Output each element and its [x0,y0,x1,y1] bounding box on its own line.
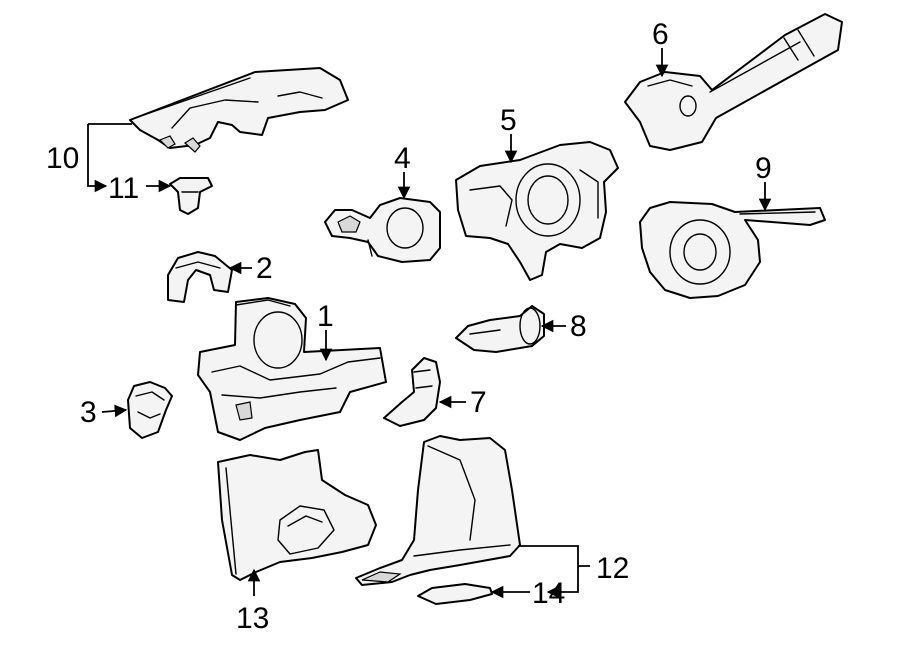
callout-2: 2 [256,252,273,285]
part-11-clip [169,177,213,215]
callout-6: 6 [652,18,669,51]
callout-8: 8 [570,310,587,343]
callout-13: 13 [236,602,269,635]
part-5-switch-housing [455,141,619,281]
callout-7: 7 [470,386,487,419]
callout-10: 10 [46,142,79,175]
part-7-bracket [383,357,441,427]
part-4-switch [324,197,441,263]
callout-14: 14 [532,577,565,610]
callout-4: 4 [394,142,411,175]
callout-labels: 1 2 3 4 5 6 7 8 9 10 11 12 13 14 [46,18,772,635]
callout-9: 9 [755,152,772,185]
leader-3 [101,404,128,418]
part-8-lock-cylinder [455,305,545,353]
part-12-lower-shroud [355,435,521,586]
part-3-knob [127,381,173,439]
callout-12: 12 [596,552,629,585]
part-1-lock-housing [197,297,387,441]
callout-5: 5 [500,104,517,137]
part-9-clockspring [639,201,826,299]
part-6-wiper-stalk [624,13,843,151]
part-13-lower-shroud [217,449,377,581]
leader-lines [87,48,772,596]
part-2-cover [167,251,233,303]
callout-11: 11 [108,172,139,205]
callout-3: 3 [80,396,97,429]
callout-1: 1 [317,300,334,333]
part-10-upper-shroud [129,67,349,153]
leader-10 [87,123,132,186]
part-14-trim [417,583,493,605]
leader-12 [518,545,590,592]
